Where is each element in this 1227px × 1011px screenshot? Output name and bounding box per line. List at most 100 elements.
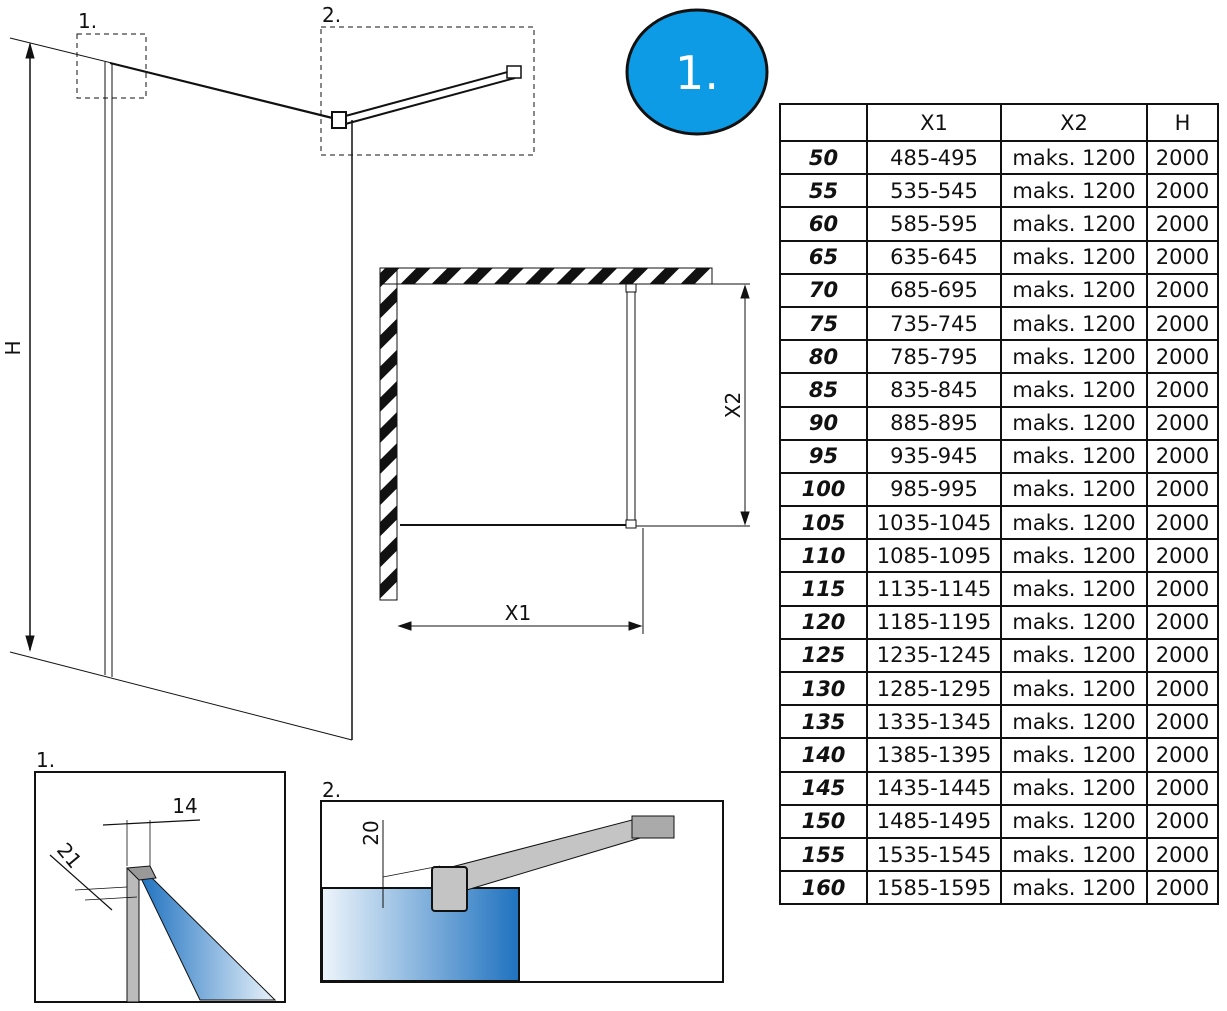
x2-label: X2 — [721, 392, 745, 418]
plan-view — [379, 267, 750, 634]
cell-x2: maks. 1200 — [1000, 239, 1148, 275]
cell-x1: 1235-1245 — [866, 637, 1002, 674]
cell-x1: 1385-1395 — [866, 737, 1002, 773]
cell-h: 2000 — [1146, 339, 1219, 375]
cell-width: 50 — [779, 139, 868, 176]
cell-h: 2000 — [1146, 670, 1219, 707]
cell-x1: 835-845 — [866, 372, 1002, 408]
cell-x2: maks. 1200 — [1000, 206, 1148, 242]
cell-x1: 1435-1445 — [866, 770, 1002, 806]
table-header-row: X1 X2 H — [779, 103, 1219, 142]
cell-width: 70 — [779, 272, 868, 308]
cell-x2: maks. 1200 — [1000, 637, 1148, 674]
cell-width: 145 — [779, 770, 868, 806]
cell-h: 2000 — [1146, 173, 1219, 209]
cell-x1: 635-645 — [866, 239, 1002, 275]
cell-x2: maks. 1200 — [1000, 770, 1148, 806]
cell-x2: maks. 1200 — [1000, 139, 1148, 176]
cell-h: 2000 — [1146, 637, 1219, 674]
cell-x2: maks. 1200 — [1000, 305, 1148, 342]
cell-h: 2000 — [1146, 471, 1219, 508]
cell-width: 100 — [779, 471, 868, 508]
header-x1: X1 — [866, 103, 1002, 142]
cell-x1: 1535-1545 — [866, 836, 1002, 873]
cell-x2: maks. 1200 — [1000, 538, 1148, 574]
cell-h: 2000 — [1146, 870, 1219, 906]
cell-width: 75 — [779, 305, 868, 342]
cell-x2: maks. 1200 — [1000, 670, 1148, 707]
cell-x1: 1585-1595 — [866, 870, 1002, 906]
cell-x2: maks. 1200 — [1000, 737, 1148, 773]
cell-width: 125 — [779, 637, 868, 674]
cell-x2: maks. 1200 — [1000, 803, 1148, 839]
cell-h: 2000 — [1146, 836, 1219, 873]
x1-label: X1 — [505, 601, 531, 625]
cell-x2: maks. 1200 — [1000, 438, 1148, 474]
cell-width: 115 — [779, 571, 868, 607]
cell-x1: 1085-1095 — [866, 538, 1002, 574]
cell-width: 105 — [779, 505, 868, 541]
cell-x2: maks. 1200 — [1000, 505, 1148, 541]
cell-x2: maks. 1200 — [1000, 571, 1148, 607]
cell-h: 2000 — [1146, 305, 1219, 342]
header-h: H — [1146, 103, 1219, 142]
cell-x2: maks. 1200 — [1000, 339, 1148, 375]
cell-x2: maks. 1200 — [1000, 471, 1148, 508]
cell-x1: 1185-1195 — [866, 604, 1002, 640]
cell-h: 2000 — [1146, 803, 1219, 839]
header-width — [779, 103, 868, 142]
cell-width: 135 — [779, 704, 868, 740]
cell-x2: maks. 1200 — [1000, 604, 1148, 640]
cell-x2: maks. 1200 — [1000, 836, 1148, 873]
cell-width: 60 — [779, 206, 868, 242]
cell-width: 85 — [779, 372, 868, 408]
cell-h: 2000 — [1146, 239, 1219, 275]
cell-h: 2000 — [1146, 139, 1219, 176]
header-x2: X2 — [1000, 103, 1148, 142]
cell-x1: 935-945 — [866, 438, 1002, 474]
detail-1-box — [34, 771, 286, 1003]
cell-x1: 585-595 — [866, 206, 1002, 242]
cell-x1: 685-695 — [866, 272, 1002, 308]
cell-width: 155 — [779, 836, 868, 873]
cell-h: 2000 — [1146, 571, 1219, 607]
cell-width: 110 — [779, 538, 868, 574]
cell-h: 2000 — [1146, 372, 1219, 408]
detail-2-label: 2. — [322, 778, 341, 802]
cell-x1: 1135-1145 — [866, 571, 1002, 607]
cell-x1: 485-495 — [866, 139, 1002, 176]
cell-h: 2000 — [1146, 538, 1219, 574]
cell-x2: maks. 1200 — [1000, 372, 1148, 408]
cell-x2: maks. 1200 — [1000, 704, 1148, 740]
detail-1-callout: 1. — [78, 9, 97, 33]
cell-x2: maks. 1200 — [1000, 272, 1148, 308]
dim-14-label: 14 — [172, 794, 197, 818]
cell-width: 80 — [779, 339, 868, 375]
cell-x2: maks. 1200 — [1000, 870, 1148, 906]
cell-h: 2000 — [1146, 505, 1219, 541]
cell-width: 120 — [779, 604, 868, 640]
cell-x1: 885-895 — [866, 405, 1002, 441]
cell-h: 2000 — [1146, 704, 1219, 740]
cell-x1: 1285-1295 — [866, 670, 1002, 707]
